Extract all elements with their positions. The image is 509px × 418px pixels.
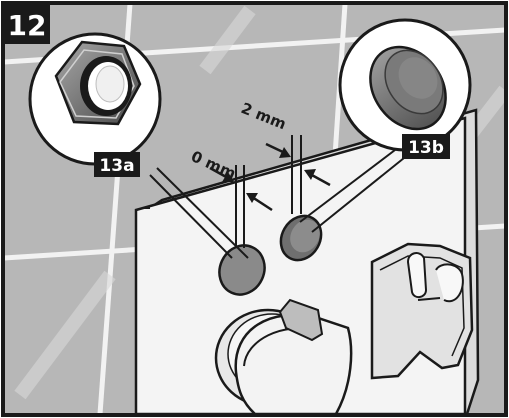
hand-shower-holder [370,242,474,380]
callout-label-13b: 13b [408,138,444,158]
round-cap-icon [369,45,447,131]
callout-badge-13a: 13a [94,152,140,177]
step-badge: 12 [4,4,50,44]
callout-badge-13b: 13b [402,134,450,159]
dimension-arrows [209,142,331,212]
dimension-lines [235,135,302,248]
thermostat-knob [214,298,353,416]
magnifier-13a [28,32,162,166]
callout-label-13a: 13a [99,156,134,176]
step-number: 12 [8,9,47,42]
callout-leaders [149,149,405,259]
right-mounting-cap [279,214,323,262]
hex-nut-icon [54,40,142,126]
magnifier-13b [338,18,472,152]
